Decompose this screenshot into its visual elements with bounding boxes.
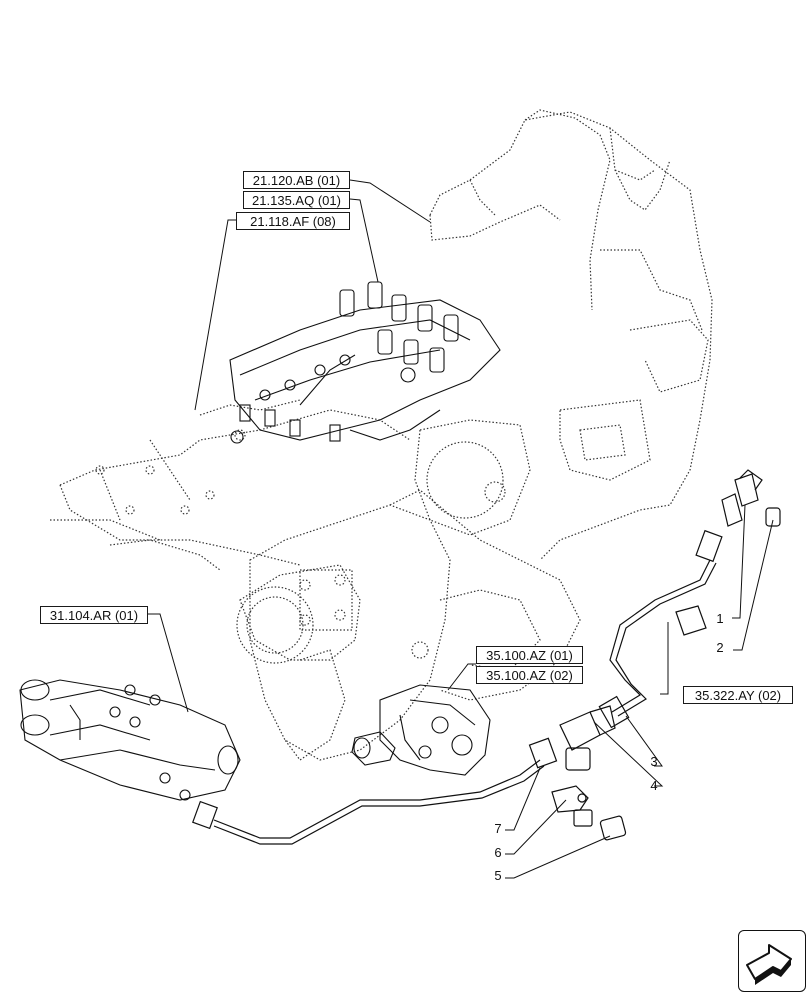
hydraulic-valve-unit [351, 684, 491, 776]
valve-block [229, 281, 501, 444]
reference-label[interactable]: 21.118.AF (08) [236, 212, 350, 230]
control-valve-assembly [19, 679, 241, 801]
next-page-button[interactable] [738, 930, 806, 992]
callout-number: 2 [716, 640, 724, 655]
reference-label[interactable]: 21.135.AQ (01) [243, 191, 350, 209]
reference-label[interactable]: 35.100.AZ (02) [476, 666, 583, 684]
callout-number: 5 [494, 868, 502, 883]
reference-label[interactable]: 21.120.AB (01) [243, 171, 350, 189]
callout-number: 7 [494, 821, 502, 836]
transmission-housing [50, 109, 713, 761]
hydraulic-pipe [192, 469, 781, 845]
reference-label[interactable]: 35.322.AY (02) [683, 686, 793, 704]
reference-label[interactable]: 31.104.AR (01) [40, 606, 148, 624]
reference-label[interactable]: 35.100.AZ (01) [476, 646, 583, 664]
callout-number: 4 [650, 778, 658, 793]
leader-lines [148, 179, 774, 879]
next-page-arrow-icon [746, 944, 792, 985]
callout-number: 3 [650, 754, 658, 769]
callout-number: 1 [716, 611, 724, 626]
callout-number: 6 [494, 845, 502, 860]
